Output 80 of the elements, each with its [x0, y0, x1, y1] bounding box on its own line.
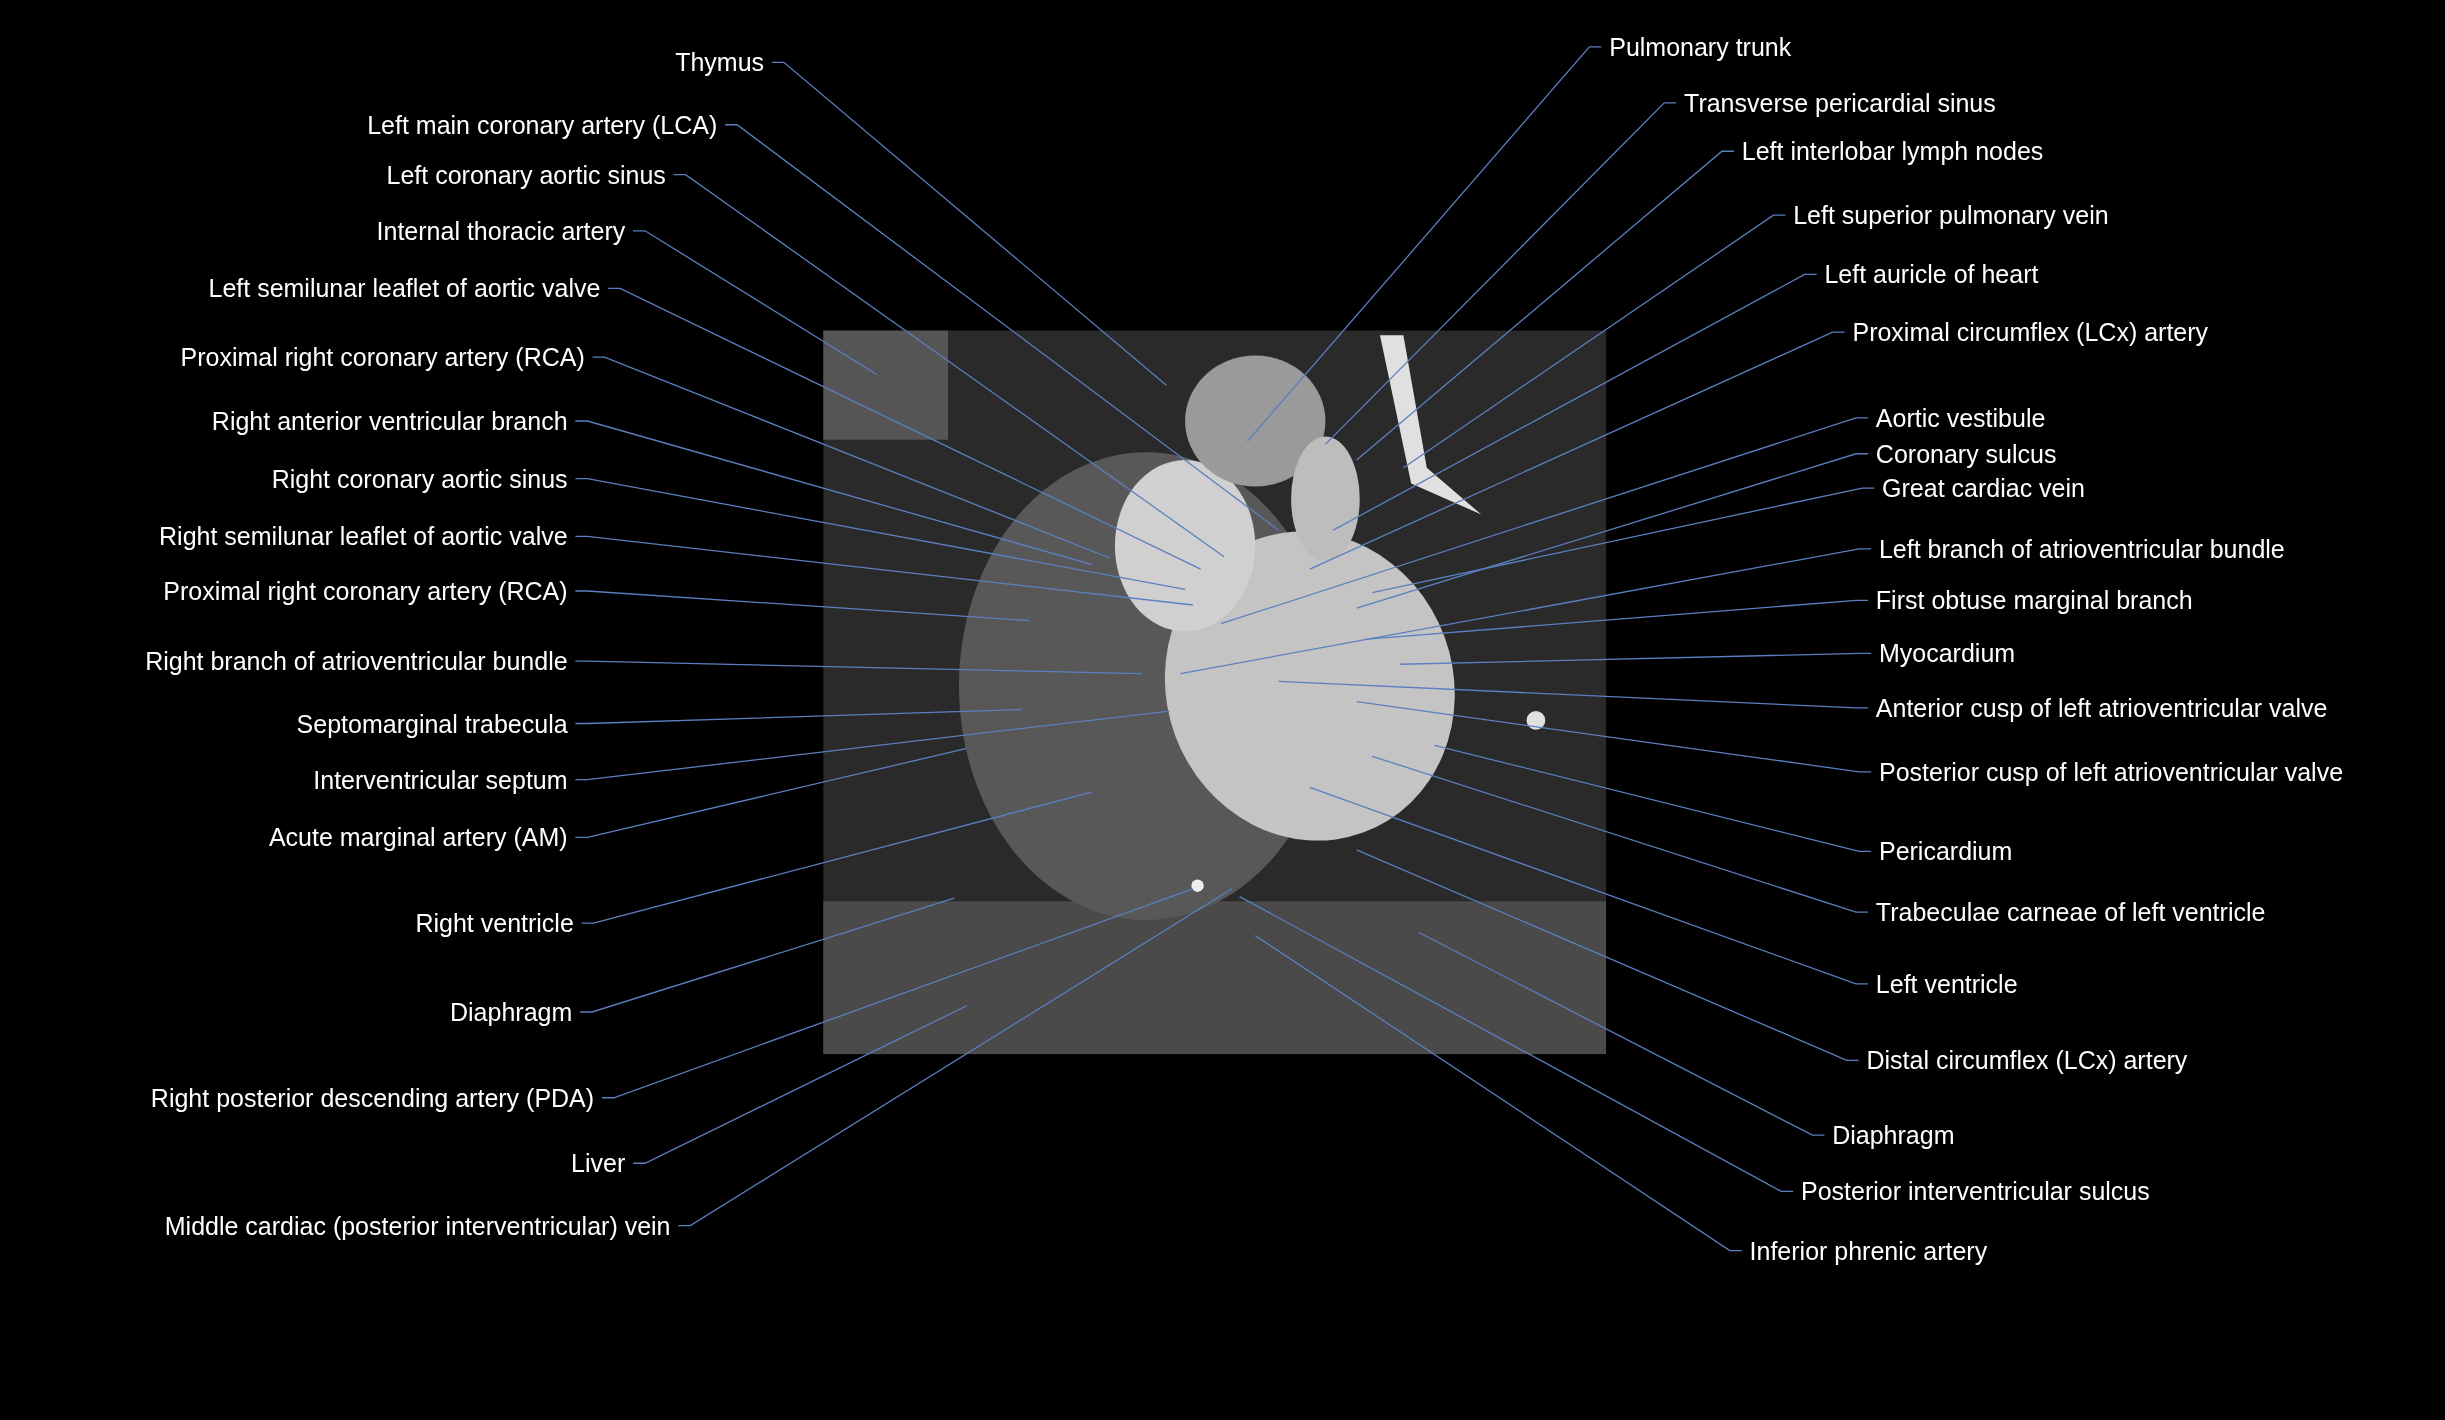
- leader-line: [672, 174, 1225, 558]
- leader-line: [574, 708, 1022, 725]
- structure-label: Posterior interventricular sulcus: [1801, 1177, 2150, 1206]
- structure-label: Trabeculae carneae of left ventricle: [1875, 898, 2266, 927]
- leader-line: [574, 660, 1143, 675]
- leader-line: [632, 1005, 968, 1164]
- leader-line: [1278, 680, 1869, 709]
- leader-line: [1309, 331, 1846, 570]
- leader-line: [1332, 273, 1818, 531]
- leader-line: [1355, 150, 1735, 461]
- structure-label: Left coronary aortic sinus: [386, 160, 666, 189]
- leader-line: [1371, 487, 1875, 594]
- leader-line: [591, 356, 1111, 559]
- structure-label: Right ventricle: [415, 909, 574, 938]
- structure-label: Diaphragm: [450, 998, 573, 1026]
- leader-line: [574, 478, 1186, 591]
- leader-line: [607, 287, 1202, 570]
- structure-label: Coronary sulcus: [1875, 439, 2057, 468]
- structure-label: Anterior cusp of left atrioventricular valve: [1875, 693, 2328, 722]
- structure-label: Aortic vestibule: [1875, 403, 2046, 432]
- leader-line: [574, 590, 1030, 622]
- leader-line: [771, 61, 1167, 386]
- leader-line: [579, 897, 955, 1013]
- structure-label: Right semilunar leaflet of aortic valve: [159, 522, 568, 551]
- leader-line: [1402, 214, 1787, 469]
- leader-line: [580, 791, 1093, 924]
- structure-label: Transverse pericardial sinus: [1684, 88, 1996, 117]
- leader-line: [677, 888, 1233, 1227]
- leader-line: [1363, 599, 1869, 640]
- leader-line: [574, 710, 1171, 781]
- leader-line: [1254, 934, 1743, 1252]
- leader-line: [632, 230, 877, 375]
- structure-label: Left superior pulmonary vein: [1793, 201, 2109, 230]
- structure-label: Distal circumflex (LCx) artery: [1866, 1046, 2188, 1075]
- structure-label: Left interlobar lymph nodes: [1741, 137, 2044, 166]
- leader-line: [1179, 548, 1872, 675]
- leader-line: [1355, 849, 1860, 1061]
- structure-label: Right anterior ventricular branch: [211, 407, 568, 435]
- structure-label: Left branch of atrioventricular bundle: [1878, 534, 2285, 563]
- structure-label: Left main coronary artery (LCA): [367, 110, 718, 139]
- leader-line: [1399, 652, 1872, 665]
- leader-line: [1309, 786, 1869, 985]
- leader-line: [1239, 895, 1794, 1192]
- structure-label: First obtuse marginal branch: [1875, 586, 2193, 615]
- leader-line: [1418, 931, 1826, 1136]
- leader-line: [1246, 46, 1603, 442]
- structure-label: Pericardium: [1878, 837, 2013, 866]
- leader-line: [574, 747, 968, 838]
- structure-label: Left auricle of heart: [1824, 260, 2039, 289]
- structure-label: Proximal circumflex (LCx) artery: [1852, 318, 2209, 347]
- leader-line: [601, 888, 1194, 1099]
- structure-label: Diaphragm: [1832, 1121, 1955, 1150]
- leader-line: [1433, 744, 1872, 853]
- structure-label: Proximal right coronary artery (RCA): [180, 343, 585, 372]
- structure-label: Great cardiac vein: [1882, 474, 2085, 503]
- structure-label: Right coronary aortic sinus: [271, 464, 568, 493]
- leader-line: [1355, 453, 1869, 609]
- leader-line: [1371, 755, 1869, 913]
- leader-line: [724, 124, 1280, 531]
- structure-label: Posterior cusp of left atrioventricular valve: [1878, 757, 2344, 786]
- structure-label: Proximal right coronary artery (RCA): [163, 576, 568, 605]
- structure-label: Inferior phrenic artery: [1749, 1236, 1988, 1265]
- structure-label: Septomarginal trabecula: [296, 709, 568, 738]
- leader-line: [574, 420, 1093, 566]
- leader-line: [1355, 701, 1872, 773]
- structure-label: Internal thoracic artery: [376, 216, 626, 245]
- structure-label: Left semilunar leaflet of aortic valve: [208, 274, 601, 303]
- leader-line: [574, 535, 1194, 606]
- structure-label: Liver: [571, 1149, 626, 1178]
- structure-label: Pulmonary trunk: [1609, 32, 1792, 61]
- structure-label: Thymus: [675, 48, 765, 77]
- leader-line: [1324, 102, 1677, 446]
- structure-label: Right branch of atrioventricular bundle: [145, 647, 568, 676]
- structure-label: Myocardium: [1878, 639, 2016, 668]
- structure-label: Right posterior descending artery (PDA): [150, 1083, 595, 1112]
- structure-label: Interventricular septum: [313, 765, 568, 794]
- structure-label: Acute marginal artery (AM): [268, 823, 568, 852]
- structure-label: Left ventricle: [1875, 969, 2018, 998]
- leader-line: [1220, 417, 1869, 625]
- structure-label: Middle cardiac (posterior interventricular) vein: [164, 1211, 671, 1240]
